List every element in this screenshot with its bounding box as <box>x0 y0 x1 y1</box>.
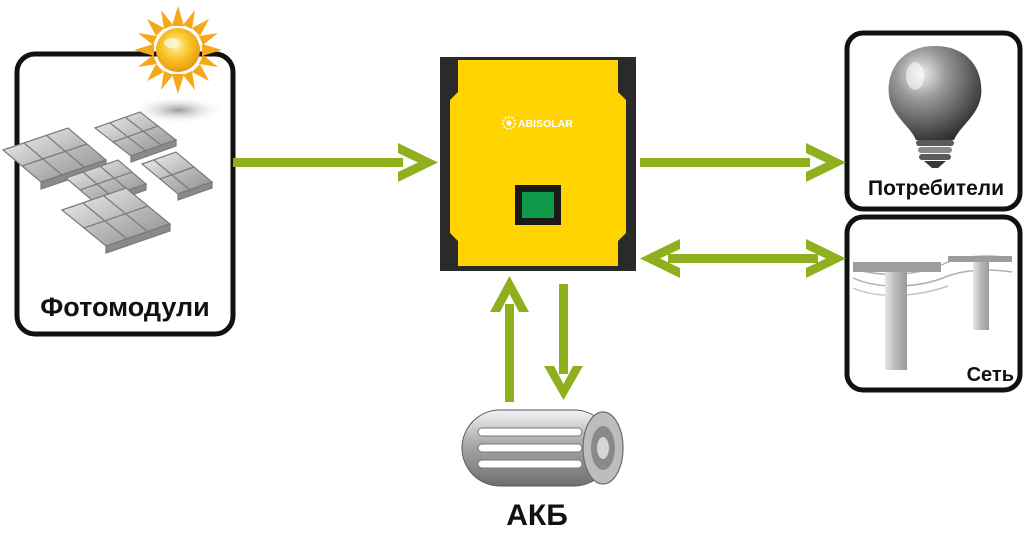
arrow-battery-to-inverter <box>490 276 529 402</box>
battery-icon <box>461 409 624 487</box>
inverter-front <box>450 60 626 266</box>
grid-node: Сеть <box>844 214 1023 393</box>
pv-node: Фотомодули <box>1 6 236 337</box>
battery-node: АКБ <box>461 409 624 532</box>
battery-label: АКБ <box>506 499 568 532</box>
grid-label: Сеть <box>967 364 1014 386</box>
abisolar-logo-icon <box>502 116 516 130</box>
arrow-inverter-grid-bidirectional <box>640 239 846 278</box>
arrow-inverter-to-load <box>640 143 846 182</box>
inverter-brand: ABISOLAR <box>518 118 573 130</box>
arrow-inverter-to-battery <box>544 284 583 400</box>
arrows <box>233 143 846 402</box>
solar-panels-icon <box>1 111 214 254</box>
pv-label: Фотомодули <box>40 292 210 322</box>
power-line-pole-icon <box>852 255 1013 370</box>
sun-shadow <box>130 96 226 124</box>
inverter-indicator <box>522 192 554 218</box>
sun-icon <box>134 6 222 94</box>
arrow-pv-to-inverter <box>233 143 438 182</box>
inverter-node: ABISOLAR <box>440 57 636 271</box>
load-label: Потребители <box>868 177 1004 200</box>
load-node: Потребители <box>844 30 1023 212</box>
light-bulb-icon <box>888 46 982 168</box>
